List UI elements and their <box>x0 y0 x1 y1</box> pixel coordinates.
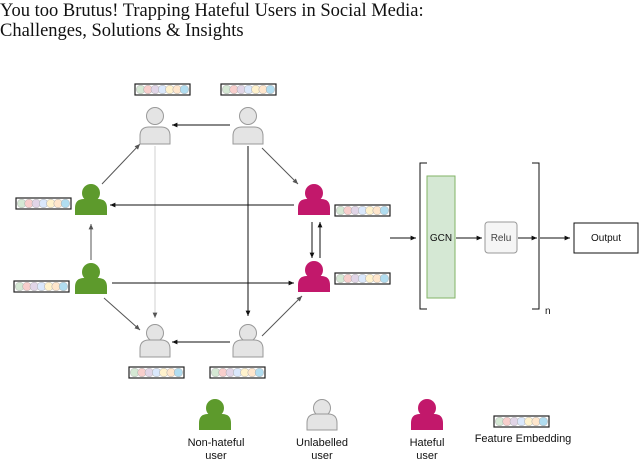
embedding-cell <box>254 367 264 378</box>
legend-hateful-label-1: Hateful <box>410 437 445 449</box>
embedding-cell <box>538 416 548 427</box>
user-node-unlabelled-1 <box>139 107 171 145</box>
edge-g1-to-u1 <box>101 143 141 185</box>
user-node-hateful-2 <box>298 261 330 292</box>
output-box <box>573 222 639 254</box>
embedding-cell <box>173 367 183 378</box>
edge-u2-to-h1 <box>261 147 299 185</box>
user-node-non-hateful-1 <box>75 184 107 215</box>
feature-embedding-u2 <box>220 83 277 96</box>
feature-embedding-u4 <box>209 366 266 379</box>
paper-title-line-1: You too Brutus! Trapping Hateful Users i… <box>0 1 424 21</box>
gcn-pipeline: GCN Relu n Output <box>390 162 639 317</box>
embedding-cell <box>58 281 68 292</box>
feature-embedding-u1 <box>134 83 191 96</box>
legend-hateful-label-2: user <box>416 450 438 461</box>
embedding-cell <box>379 205 389 216</box>
feature-embedding-h2 <box>334 272 391 285</box>
user-node-non-hateful-2 <box>75 263 107 294</box>
feature-embedding-h1 <box>334 204 391 217</box>
legend-non-hateful-label-2: user <box>205 450 227 461</box>
bracket-left <box>419 162 427 310</box>
legend-hateful-icon <box>411 399 443 430</box>
bracket-right <box>532 162 540 310</box>
feature-embedding-g1 <box>15 197 72 210</box>
user-node-hateful-1 <box>298 184 330 215</box>
feature-embedding-u3 <box>128 366 185 379</box>
edge-g2-to-u3 <box>103 297 141 331</box>
graph-edges <box>88 122 323 345</box>
paper-title-line-2: Challenges, Solutions & Insights <box>0 21 244 41</box>
feature-embedding-g2 <box>13 280 70 293</box>
relu-label: Relu <box>491 233 512 244</box>
gcn-label: GCN <box>430 233 452 244</box>
legend-unlabelled-label-1: Unlabelled <box>296 437 348 449</box>
relu-box <box>484 221 518 254</box>
gcn-layer-box <box>426 175 456 299</box>
embedding-cell <box>179 84 189 95</box>
embedding-cell <box>265 84 275 95</box>
legend-unlabelled-icon <box>306 399 338 431</box>
user-node-unlabelled-2 <box>232 107 264 145</box>
embedding-cell <box>60 198 70 209</box>
legend-non-hateful-icon <box>199 399 231 430</box>
edge-u4-to-h2 <box>261 295 303 337</box>
user-node-unlabelled-4 <box>232 324 264 358</box>
legend-non-hateful-label-1: Non-hateful <box>188 437 245 449</box>
repeat-count: n <box>545 306 551 317</box>
user-node-unlabelled-3 <box>139 324 171 358</box>
feature-embedding-legend <box>493 415 550 428</box>
legend-unlabelled-label-2: user <box>311 450 333 461</box>
output-label: Output <box>591 233 621 244</box>
embedding-cell <box>379 273 389 284</box>
legend-embedding-label: Feature Embedding <box>475 433 572 445</box>
legend: Non-hateful user Unlabelled user Hateful… <box>188 399 572 461</box>
